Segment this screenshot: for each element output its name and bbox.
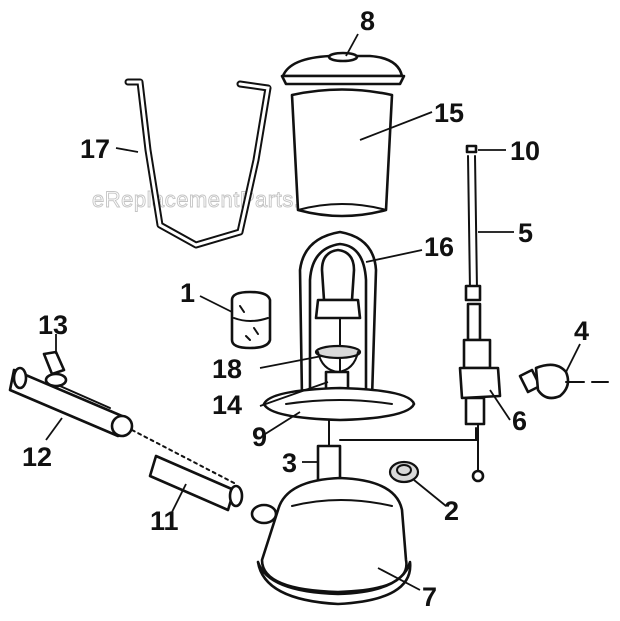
callout-11: 11 bbox=[150, 506, 179, 536]
part-frame-base bbox=[262, 386, 416, 422]
callout-labels: 8 15 10 17 5 16 1 13 4 18 14 6 9 12 3 2 … bbox=[22, 6, 589, 612]
callout-14: 14 bbox=[212, 390, 242, 420]
callout-2: 2 bbox=[444, 496, 459, 526]
fuel-line bbox=[339, 427, 477, 441]
callout-5: 5 bbox=[518, 218, 533, 248]
part-generator bbox=[464, 144, 482, 342]
callout-6: 6 bbox=[512, 406, 527, 436]
callout-1: 1 bbox=[180, 278, 195, 308]
callout-8: 8 bbox=[360, 6, 375, 36]
callout-13: 13 bbox=[38, 310, 68, 340]
part-bail bbox=[124, 78, 272, 249]
part-globe bbox=[290, 88, 394, 218]
leader-lines bbox=[45, 33, 581, 591]
callout-7: 7 bbox=[422, 582, 437, 612]
callout-15: 15 bbox=[434, 98, 464, 128]
part-mantle bbox=[314, 344, 362, 374]
callout-17: 17 bbox=[80, 134, 110, 164]
callout-12: 12 bbox=[22, 442, 52, 472]
callout-18: 18 bbox=[212, 354, 242, 384]
part-fount bbox=[250, 476, 412, 606]
callout-10: 10 bbox=[510, 136, 540, 166]
part-pump bbox=[8, 366, 237, 485]
part-pump-plunger bbox=[42, 350, 68, 388]
callout-16: 16 bbox=[424, 232, 454, 262]
part-mantle-pack bbox=[230, 290, 272, 350]
callout-4: 4 bbox=[574, 316, 589, 346]
callout-9: 9 bbox=[252, 422, 267, 452]
callout-3: 3 bbox=[282, 448, 297, 478]
part-pump-tube bbox=[148, 454, 244, 512]
part-control-knob bbox=[518, 363, 609, 400]
part-ventilator-cap bbox=[280, 51, 406, 86]
part-filler-cap bbox=[388, 460, 420, 484]
part-valve bbox=[458, 338, 502, 483]
